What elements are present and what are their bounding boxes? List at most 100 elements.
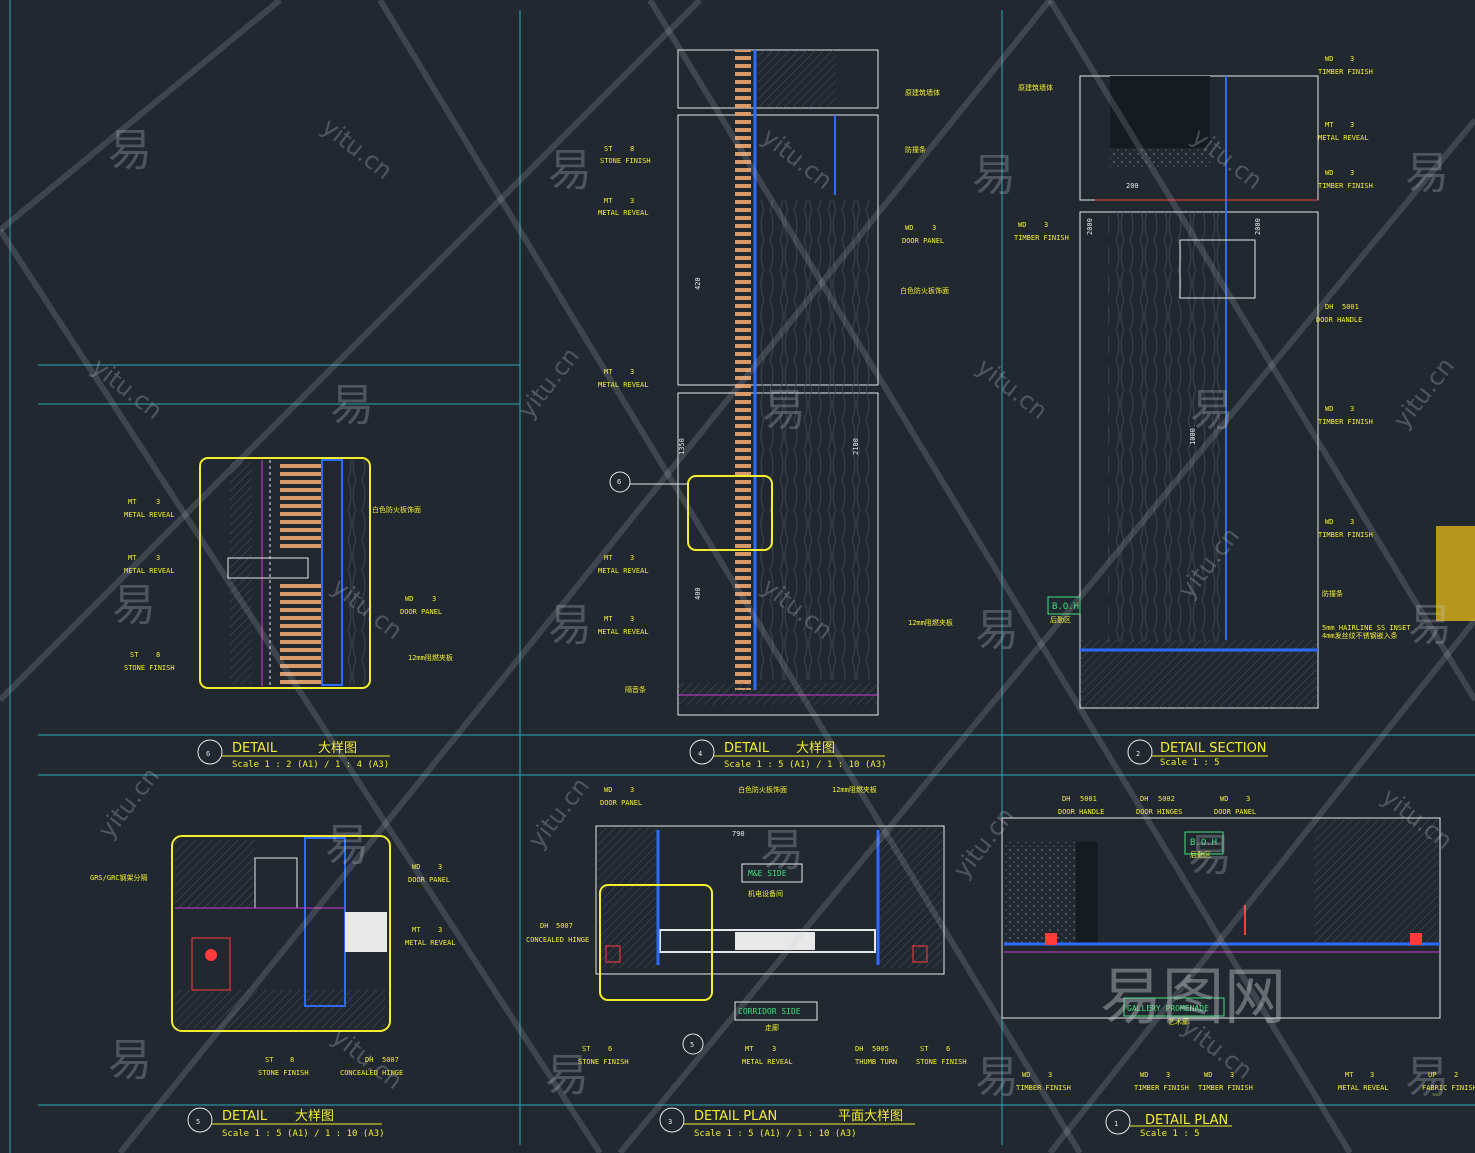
- note-door-body: 12mm阻燃夹板: [832, 785, 877, 794]
- label-corridor: CORRIDOR SIDE: [738, 1007, 801, 1016]
- tag-st-num: 8: [630, 145, 634, 153]
- tag-wd-desc: TIMBER FINISH: [1134, 1084, 1189, 1092]
- dim-text: 1350: [678, 438, 686, 455]
- tag-mt-code: MT: [1345, 1071, 1354, 1079]
- tag-st-desc: STONE FINISH: [600, 157, 651, 165]
- tag-dh-num: 5005: [872, 1045, 889, 1053]
- tag-dh-code: DH: [1325, 303, 1333, 311]
- tag-mt-num: 3: [1350, 121, 1354, 129]
- tag-mt-num: 3: [630, 554, 634, 562]
- title-text: DETAIL: [222, 1109, 268, 1124]
- watermark-site: yitu.cn: [1388, 352, 1460, 433]
- tag-wd-desc: DOOR PANEL: [400, 608, 442, 616]
- tag-wd-desc: TIMBER FINISH: [1318, 531, 1373, 539]
- watermark-glyph: 易: [762, 385, 806, 436]
- tag-wd-num: 3: [1350, 169, 1354, 177]
- callout-number: 6: [617, 478, 621, 486]
- label-gallery-cn: 艺术廊: [1168, 1017, 1189, 1026]
- tag-mt-num: 3: [630, 615, 634, 623]
- tag-wd-num: 3: [1350, 405, 1354, 413]
- dim-text: 1000: [1189, 428, 1197, 445]
- note-hairline: 5mm HAIRLINE SS INSET: [1322, 624, 1411, 632]
- title-text: DETAIL PLAN: [694, 1109, 777, 1124]
- title-block-2: 2 DETAIL SECTION Scale 1 : 5: [1127, 739, 1268, 768]
- note-white-door: 白色防火板饰面: [900, 286, 949, 295]
- tag-dh-code: DH: [540, 922, 548, 930]
- note-white-door: 白色防火板饰面: [738, 785, 787, 794]
- tag-mt-num: 3: [772, 1045, 776, 1053]
- dim-text: 200: [1126, 182, 1139, 190]
- title-cn: 大样图: [295, 1109, 334, 1124]
- tag-st-num: 6: [608, 1045, 612, 1053]
- tag-mt-code: MT: [128, 498, 137, 506]
- tag-mt-code: MT: [1325, 121, 1334, 129]
- tag-mt-num: 3: [1370, 1071, 1374, 1079]
- dim-text: 420: [694, 277, 702, 290]
- tag-dh-code: DH: [1140, 795, 1148, 803]
- tag-wd-code: WD: [1325, 55, 1333, 63]
- label-boh: B.O.H: [1190, 838, 1217, 848]
- tag-wd-desc: TIMBER FINISH: [1198, 1084, 1253, 1092]
- watermark-glyph: 易: [108, 1035, 152, 1086]
- watermark-glyph: 易: [330, 380, 374, 431]
- tag-mt-code: MT: [604, 368, 613, 376]
- title-number: 6: [206, 750, 210, 758]
- tag-dh-num: 5002: [1158, 795, 1175, 803]
- title-scale: Scale 1 : 5: [1160, 758, 1220, 768]
- tag-mt-code: MT: [604, 197, 613, 205]
- tag-wd-code: WD: [1325, 518, 1333, 526]
- watermark-glyph: 易: [548, 600, 592, 651]
- tag-mt-code: MT: [745, 1045, 754, 1053]
- watermark-glyph: 易: [548, 145, 592, 196]
- dim-text: 2100: [852, 438, 860, 455]
- tag-dh-num: 5001: [1080, 795, 1097, 803]
- tag-wd-num: 3: [1048, 1071, 1052, 1079]
- label-boh-cn: 后勤区: [1190, 850, 1211, 859]
- tag-up-code: UP: [1428, 1071, 1436, 1079]
- label-me-cn: 机电设备间: [748, 889, 783, 898]
- tag-wd-desc: TIMBER FINISH: [1014, 234, 1069, 242]
- tag-mt-desc: METAL REVEAL: [405, 939, 456, 947]
- tag-st-code: ST: [920, 1045, 929, 1053]
- watermark-site: yitu.cn: [93, 762, 165, 843]
- watermark-glyph: 易: [545, 1050, 589, 1101]
- title-cn: 平面大样图: [838, 1109, 903, 1124]
- title-blocks: 6 DETAIL 大样图 Scale 1 : 2 (A1) / 1 : 4 (A…: [187, 739, 1268, 1139]
- tag-wd-num: 3: [1166, 1071, 1170, 1079]
- title-block-1: 1 DETAIL PLAN Scale 1 : 5: [1105, 1109, 1232, 1139]
- watermark-glyph: 易: [1190, 385, 1234, 436]
- side-panel-swatch: [1436, 526, 1475, 621]
- title-scale: Scale 1 : 5 (A1) / 1 : 10 (A3): [222, 1129, 385, 1139]
- title-scale: Scale 1 : 5: [1140, 1129, 1200, 1139]
- tag-st-num: 8: [156, 651, 160, 659]
- tag-wd-num: 3: [1350, 55, 1354, 63]
- tag-st-desc: STONE FINISH: [124, 664, 175, 672]
- tag-wd-desc: TIMBER FINISH: [1016, 1084, 1071, 1092]
- title-scale: Scale 1 : 2 (A1) / 1 : 4 (A3): [232, 760, 389, 770]
- note-stopper: 防撞条: [905, 145, 926, 154]
- detail-section-2-drawing: [1047, 75, 1475, 709]
- watermark-glyph: 易: [1405, 1052, 1449, 1103]
- tag-wd-desc: TIMBER FINISH: [1318, 182, 1373, 190]
- tag-wd-code: WD: [604, 786, 612, 794]
- label-boh: B.O.H: [1052, 602, 1079, 612]
- watermark-glyph: 易: [325, 820, 369, 871]
- tag-dh-desc: CONCEALED HINGE: [526, 936, 589, 944]
- watermark-site: yitu.cn: [86, 353, 167, 425]
- label-me-side: M&E SIDE: [748, 869, 787, 878]
- tag-mt-desc: METAL REVEAL: [124, 511, 175, 519]
- note-plaster: 原建筑墙体: [1018, 83, 1053, 92]
- note-plaster: 原建筑墙体: [905, 88, 940, 97]
- note-mesh: GRS/GRC钢架分隔: [90, 873, 148, 882]
- tag-mt-num: 3: [156, 498, 160, 506]
- watermark-glyph: 易: [1405, 148, 1449, 199]
- tag-st-code: ST: [582, 1045, 591, 1053]
- watermark-glyph: 易: [1408, 600, 1452, 651]
- label-gallery: GALLERY PROMENADE: [1127, 1004, 1209, 1013]
- tag-st-code: ST: [130, 651, 139, 659]
- tag-mt-desc: METAL REVEAL: [598, 567, 649, 575]
- tag-st-desc: STONE FINISH: [258, 1069, 309, 1077]
- title-scale: Scale 1 : 5 (A1) / 1 : 10 (A3): [694, 1129, 857, 1139]
- watermark-glyph: 易: [760, 825, 804, 876]
